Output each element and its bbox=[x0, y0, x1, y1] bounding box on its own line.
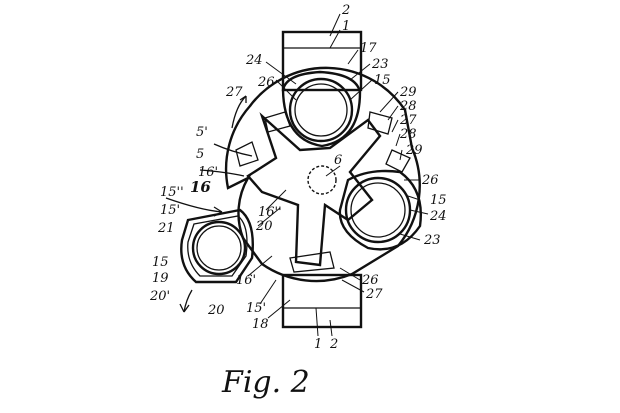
ref-27-bottom: 27 bbox=[365, 287, 383, 302]
roller-top bbox=[281, 70, 362, 148]
ref-16-bold: 16 bbox=[190, 178, 211, 196]
ref-23-top: 23 bbox=[371, 57, 389, 72]
ref-18: 18 bbox=[252, 317, 269, 332]
ref-15-prime-bottom: 15' bbox=[246, 301, 266, 316]
ref-1-top: 1 bbox=[342, 19, 350, 34]
reference-numerals: 2 1 17 24 23 26 15 29 27 28 27 28 29 5' … bbox=[149, 3, 447, 352]
ref-27-left: 27 bbox=[225, 85, 243, 100]
ref-15-double-prime: 15'' bbox=[160, 185, 184, 200]
figure-caption: Fig. 2 bbox=[221, 365, 310, 400]
ref-2-top: 2 bbox=[341, 3, 350, 18]
ref-5: 5 bbox=[196, 147, 204, 162]
ref-26-bottom: 26 bbox=[361, 273, 379, 288]
leader-lines bbox=[247, 13, 429, 337]
ref-20-prime: 20' bbox=[149, 289, 170, 304]
ref-6: 6 bbox=[334, 153, 342, 168]
ref-23-right: 23 bbox=[423, 233, 441, 248]
housing-top bbox=[281, 30, 363, 92]
ref-5-prime: 5' bbox=[196, 125, 208, 140]
ref-15-prime-a: 15' bbox=[160, 203, 180, 218]
housing-bottom bbox=[281, 273, 363, 329]
ref-28-a: 28 bbox=[399, 99, 417, 114]
ref-26-right: 26 bbox=[421, 173, 439, 188]
ref-17: 17 bbox=[360, 41, 377, 56]
rotor-web bbox=[246, 112, 382, 267]
ref-1-bottom: 1 bbox=[314, 337, 322, 352]
ref-21: 21 bbox=[157, 221, 175, 236]
ref-24-top: 24 bbox=[245, 53, 263, 68]
ref-26-top: 26 bbox=[257, 75, 275, 90]
ref-27-right: 27 bbox=[399, 113, 417, 128]
ref-16-prime-bottom: 16' bbox=[236, 273, 256, 288]
ref-29-b: 29 bbox=[405, 143, 423, 158]
ref-15-left: 15 bbox=[152, 255, 169, 270]
ref-16-double-prime: 16'' bbox=[258, 205, 282, 220]
ref-16-prime-left: 16' bbox=[198, 165, 218, 180]
motion-arrows bbox=[165, 95, 253, 313]
ref-20-mid: 20 bbox=[255, 219, 273, 234]
ref-15-top: 15 bbox=[374, 73, 391, 88]
roller-ejected bbox=[180, 208, 254, 284]
ref-28-b: 28 bbox=[399, 127, 417, 142]
ref-2-bottom: 2 bbox=[329, 337, 338, 352]
ref-15-right: 15 bbox=[430, 193, 447, 208]
ref-24-right: 24 bbox=[429, 209, 447, 224]
roller-right bbox=[338, 169, 422, 251]
ref-20-bottom: 20 bbox=[207, 303, 225, 318]
ref-19: 19 bbox=[152, 271, 169, 286]
ref-29-a: 29 bbox=[399, 85, 417, 100]
